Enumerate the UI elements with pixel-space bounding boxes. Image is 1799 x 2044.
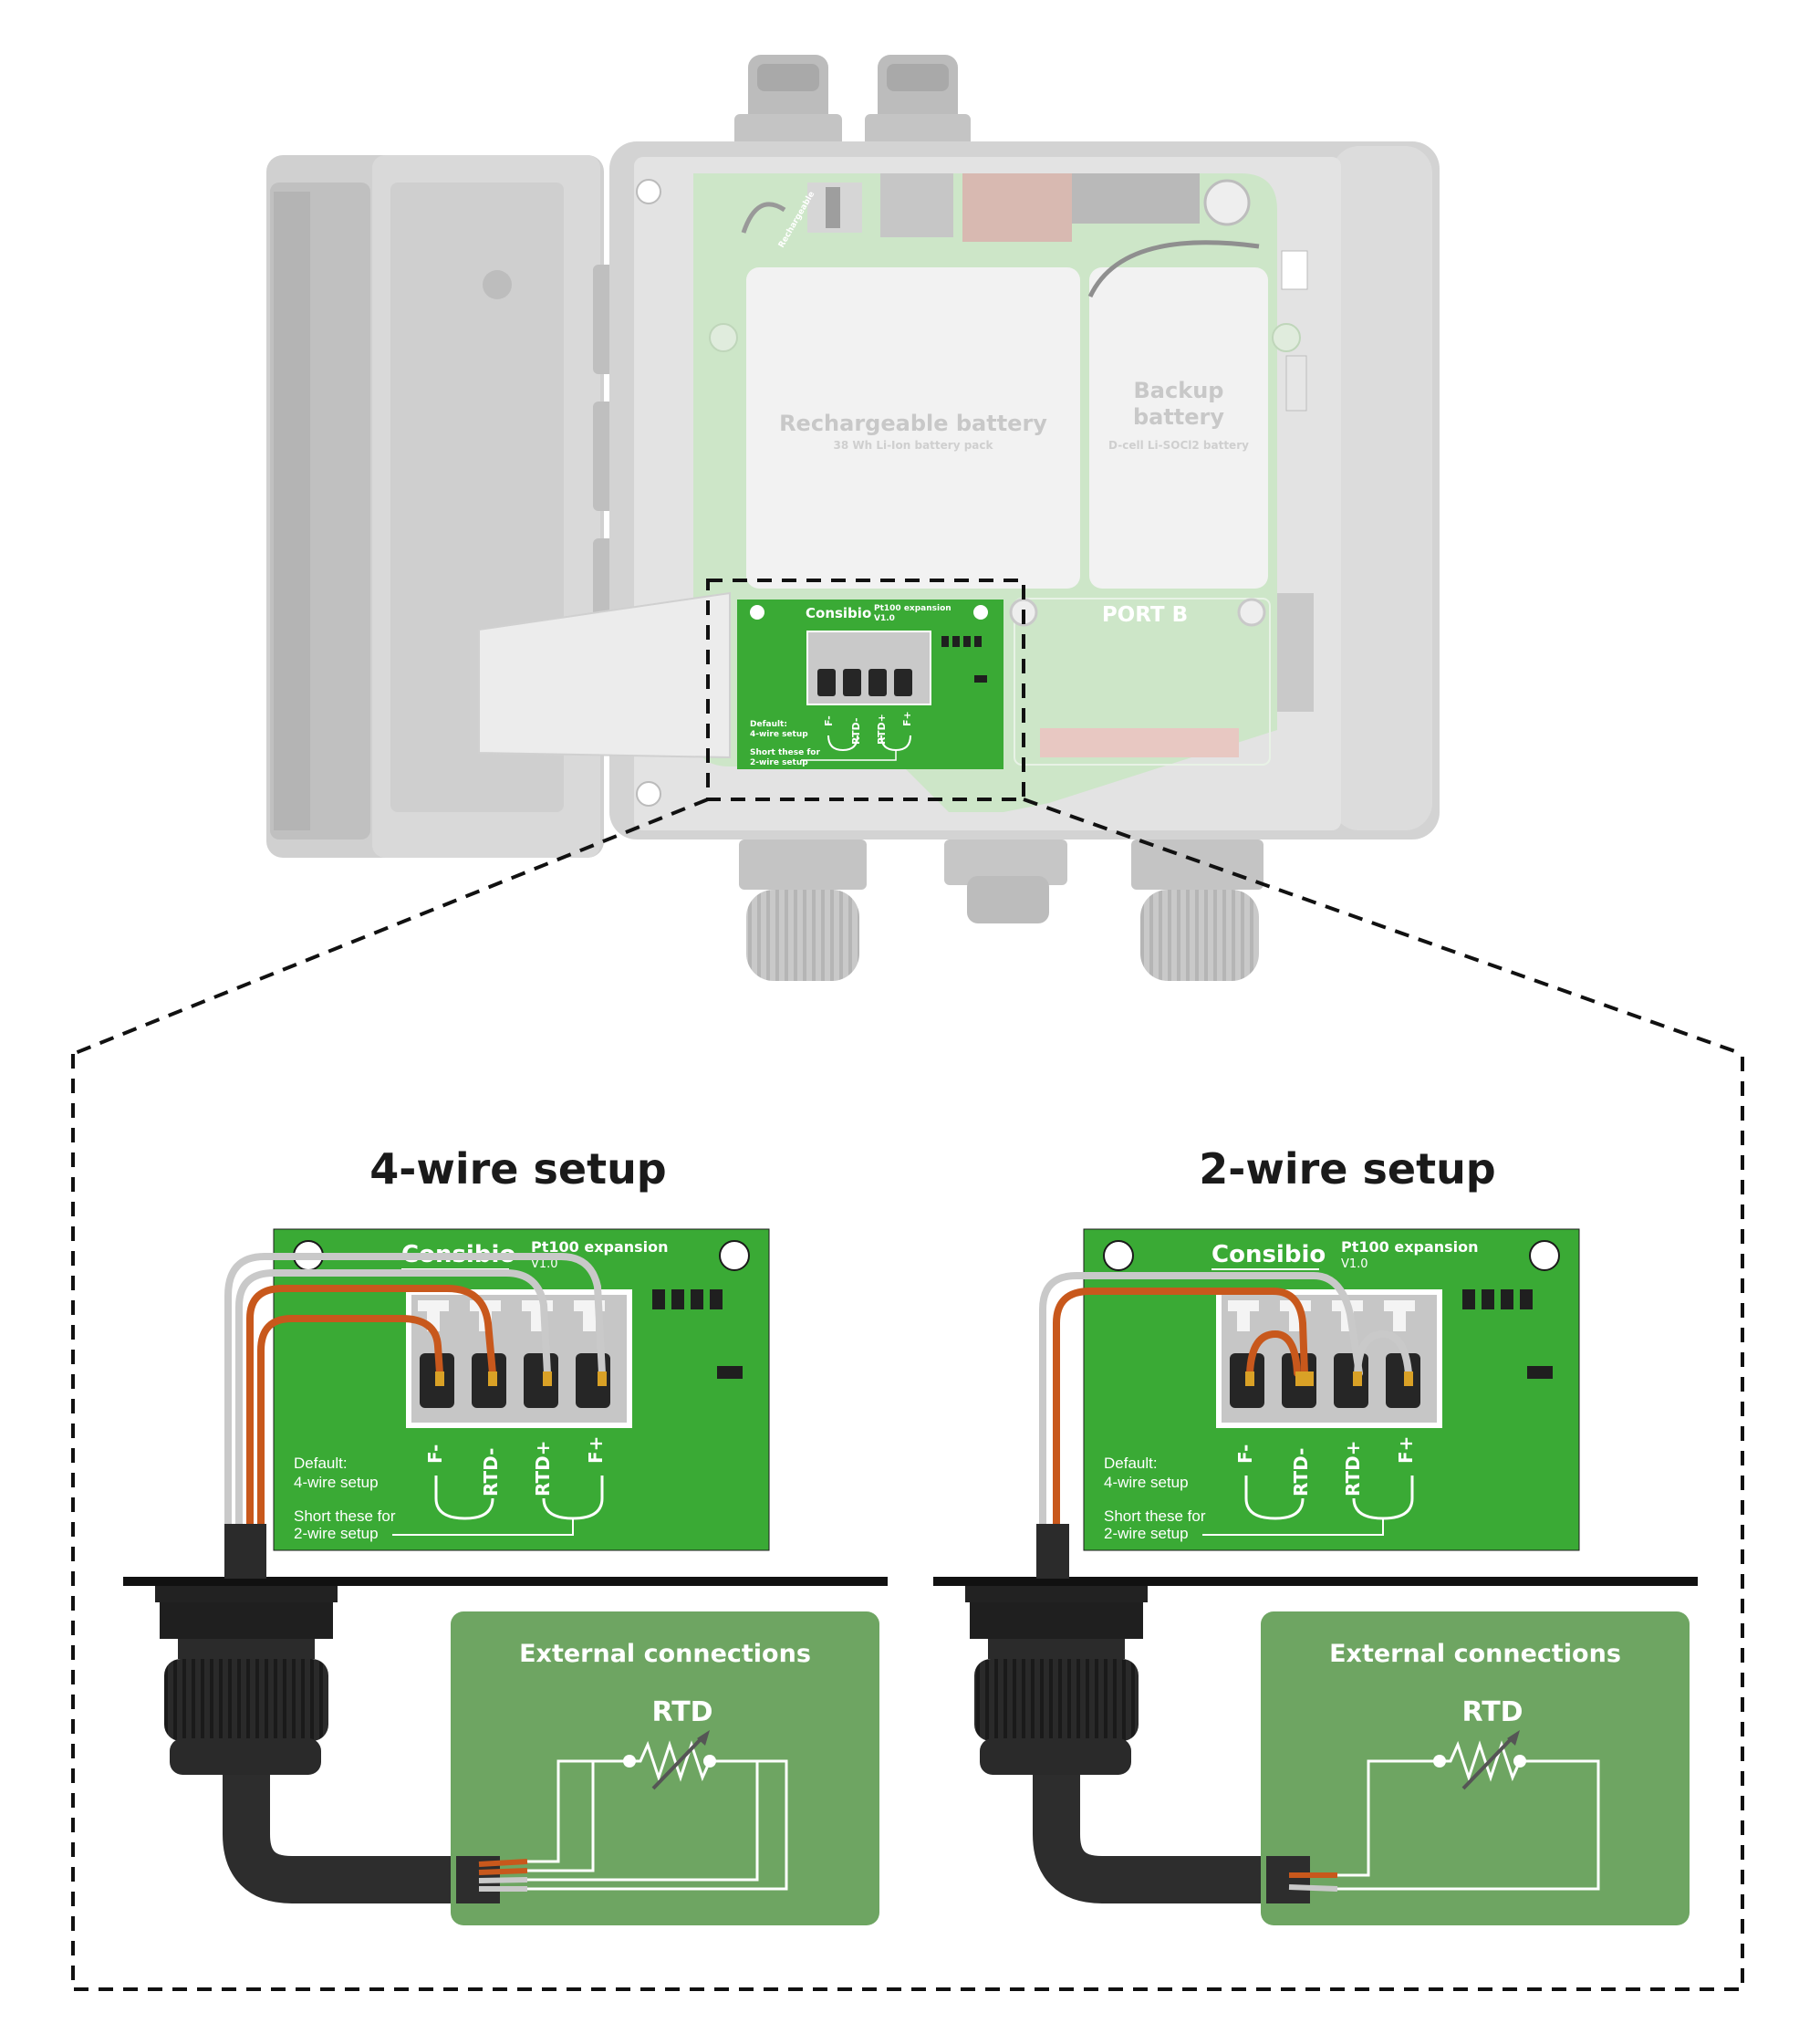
mini-pin-label: F+ xyxy=(901,711,913,726)
rechargeable-battery-title: Rechargeable battery xyxy=(779,411,1047,436)
setup-title: 4-wire setup xyxy=(369,1144,667,1194)
mini-board-short-line1: Short these for xyxy=(750,748,820,757)
rechargeable-battery: Rechargeable battery 38 Wh Li-Ion batter… xyxy=(746,267,1080,589)
enclosure: Rechargeable Rechargeable battery 38 Wh … xyxy=(266,55,1440,981)
board-name: Pt100 expansion xyxy=(531,1238,669,1256)
mini-pin-label: RTD+ xyxy=(876,714,888,745)
wires-4-wire xyxy=(224,1253,607,1546)
board-version: V1.0 xyxy=(1341,1257,1368,1271)
board-brand: Consibio xyxy=(1211,1241,1326,1268)
wires-2-wire xyxy=(1039,1272,1413,1546)
rtd-label: RTD xyxy=(651,1696,712,1728)
external-title: External connections xyxy=(519,1640,811,1668)
mini-board-name: Pt100 expansion xyxy=(874,604,951,613)
mini-pin-label: RTD- xyxy=(850,718,862,745)
short-line2: 2-wire setup xyxy=(294,1525,379,1542)
pin-label: F+ xyxy=(1395,1436,1417,1464)
external-title: External connections xyxy=(1329,1640,1621,1668)
setup-2-wire: 2-wire setup Consibio Pt100 expansion V1… xyxy=(933,1144,1698,1925)
ribbon-cable xyxy=(478,591,731,759)
enclosure-wall xyxy=(933,1577,1698,1586)
backup-battery-title-line1: Backup xyxy=(1134,378,1224,403)
setup-title: 2-wire setup xyxy=(1199,1144,1496,1194)
default-line2: 4-wire setup xyxy=(1104,1474,1189,1491)
enclosure-wall xyxy=(123,1577,888,1586)
pin-label: RTD+ xyxy=(532,1440,554,1496)
port-b-label: PORT B xyxy=(1102,603,1188,627)
backup-battery-title-line2: battery xyxy=(1133,404,1224,430)
mini-board-default-line1: Default: xyxy=(750,720,787,729)
mini-board-default-line2: 4-wire setup xyxy=(750,730,808,739)
short-line1: Short these for xyxy=(294,1507,396,1525)
mini-board-version: V1.0 xyxy=(874,614,895,623)
pin-label: F- xyxy=(1234,1444,1256,1464)
mini-board-short-line2: 2-wire setup xyxy=(750,758,808,767)
default-line2: 4-wire setup xyxy=(294,1474,379,1491)
port-b: PORT B xyxy=(1009,593,1314,766)
pin-label: RTD+ xyxy=(1342,1440,1364,1496)
cable-gland xyxy=(965,1524,1289,1903)
default-line1: Default: xyxy=(1104,1455,1158,1472)
backup-battery-subtitle: D-cell Li-SOCl2 battery xyxy=(1108,439,1249,452)
pt100-board: Consibio Pt100 expansion V1.0 xyxy=(273,1228,770,1551)
cable-gland xyxy=(155,1524,479,1903)
pin-label: RTD- xyxy=(1290,1448,1312,1496)
pin-label: F+ xyxy=(585,1436,607,1464)
default-line1: Default: xyxy=(294,1455,348,1472)
mini-pin-label: F- xyxy=(823,715,835,726)
top-connectors xyxy=(734,55,971,149)
board-version: V1.0 xyxy=(531,1257,558,1271)
backup-battery: Backup battery D-cell Li-SOCl2 battery xyxy=(1087,240,1268,589)
short-line1: Short these for xyxy=(1104,1507,1206,1525)
board-name: Pt100 expansion xyxy=(1341,1238,1479,1256)
pin-label: F- xyxy=(424,1444,446,1464)
mini-board-brand: Consibio xyxy=(806,605,871,621)
pin-label: RTD- xyxy=(480,1448,502,1496)
external-connections-panel: External connections RTD xyxy=(1261,1611,1690,1925)
external-connections-panel: External connections RTD xyxy=(451,1611,879,1925)
short-line2: 2-wire setup xyxy=(1104,1525,1189,1542)
rtd-label: RTD xyxy=(1461,1696,1523,1728)
bottom-cable-glands xyxy=(739,840,1263,981)
rechargeable-battery-subtitle: 38 Wh Li-Ion battery pack xyxy=(833,439,993,452)
pt100-mini-board: Consibio Pt100 expansion V1.0 Default: 4… xyxy=(737,600,1003,769)
setup-4-wire: 4-wire setup Consibio Pt100 expansion V1… xyxy=(123,1144,888,1925)
zoom-callout xyxy=(71,579,1744,1991)
